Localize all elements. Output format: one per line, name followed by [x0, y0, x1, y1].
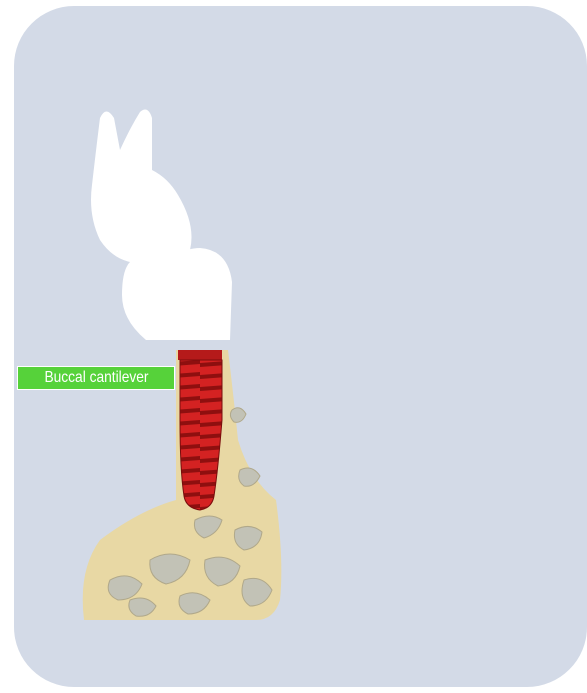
- buccal-cantilever-label-text: Buccal cantilever: [44, 369, 148, 387]
- left-lower-crown: [122, 248, 232, 340]
- buccal-cantilever-label: Buccal cantilever: [17, 366, 175, 390]
- left-implant: [178, 350, 222, 510]
